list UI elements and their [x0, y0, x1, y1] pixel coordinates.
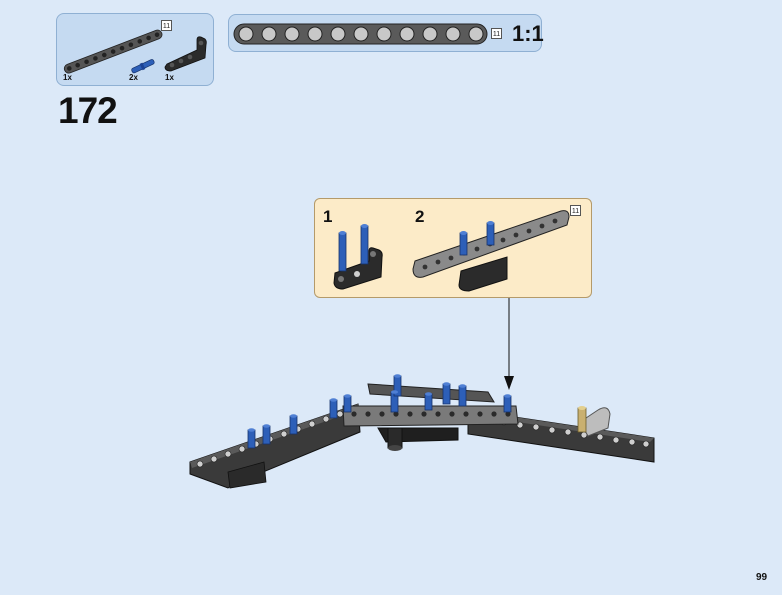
sub-assembly-callout: 1 2 11: [314, 198, 592, 298]
sub-step-1-image: [333, 224, 383, 290]
beam-11-part-image: [63, 29, 163, 74]
main-model-image: [189, 374, 655, 489]
sub-step-2-image: [412, 210, 570, 292]
parts-callout: 11 1x 2x 1x: [56, 13, 214, 86]
angle-beam-quantity: 1x: [165, 73, 174, 82]
beam-quantity: 1x: [63, 73, 72, 82]
sub-length-tag: 11: [570, 205, 581, 216]
beam-scale-image: [233, 23, 488, 45]
scale-callout: 11: [228, 14, 542, 52]
scale-label: 1:1: [512, 21, 544, 46]
beam-length-tag: 11: [161, 20, 172, 31]
sub-step-2-number: 2: [415, 207, 425, 226]
blue-pin-part-image: [131, 59, 155, 74]
pin-quantity: 2x: [129, 73, 138, 82]
step-number: 172: [58, 90, 118, 131]
placement-arrow: [504, 298, 514, 390]
scale-length-tag: 11: [491, 28, 502, 39]
sub-step-1-number: 1: [323, 207, 333, 226]
angle-beam-part-image: [164, 36, 207, 72]
page-number: 99: [756, 572, 768, 583]
